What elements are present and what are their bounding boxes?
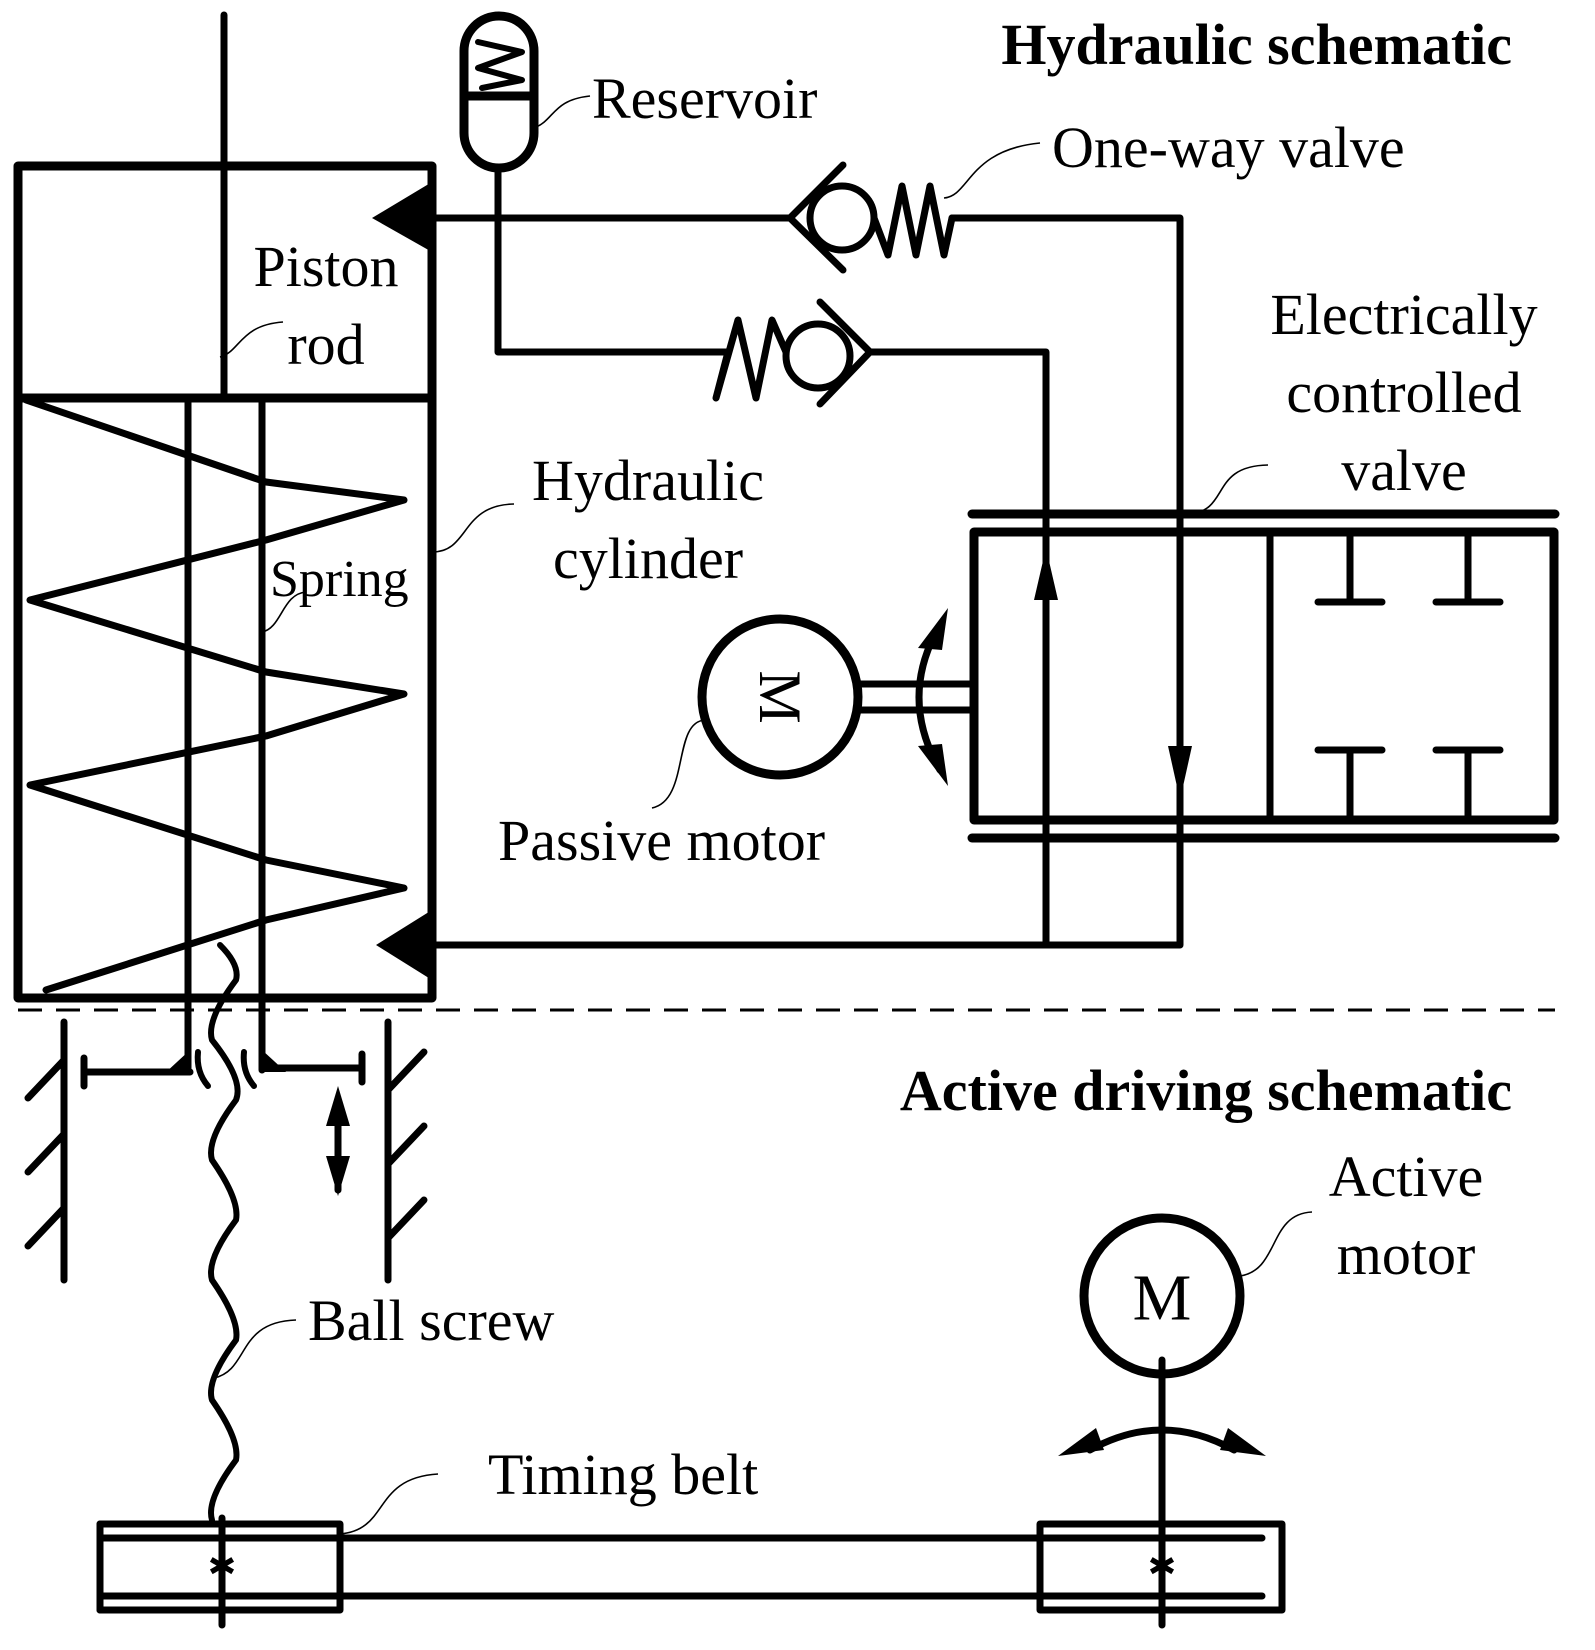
passive-motor: M <box>697 608 978 786</box>
leader-passive-motor <box>651 719 706 809</box>
right-pulley-mark-icon: ✱ <box>1148 1549 1177 1586</box>
label-timing-belt: Timing belt <box>488 1442 758 1507</box>
timing-belt: ✱ ✱ <box>96 1356 1286 1629</box>
label-rod: rod <box>287 312 364 377</box>
ball-screw-nut <box>80 1049 366 1090</box>
active-motor-icon <box>1079 1213 1245 1379</box>
active-rotation-arc-icon <box>1086 1426 1238 1454</box>
blocked-port-icons <box>1314 528 1504 824</box>
left-pulley-mark-icon: ✱ <box>208 1549 237 1586</box>
leader-one-way-valve <box>943 142 1041 199</box>
reservoir-icon <box>459 11 539 224</box>
label-passive-motor: Passive motor <box>498 808 825 873</box>
label-active: Active <box>1329 1144 1484 1209</box>
cylinder-lower-chamber <box>13 393 437 1003</box>
linear-motion-arrow-icon <box>326 1086 350 1196</box>
pipe-middle-right <box>866 348 1050 949</box>
active-motor: M <box>1058 1213 1266 1456</box>
pipe-upper-right <box>428 214 1184 949</box>
check-valve-lower-icon <box>712 298 874 408</box>
label-one-way-valve: One-way valve <box>1052 115 1405 180</box>
flow-arrow-down-icon <box>1168 746 1192 800</box>
hydraulic-schematic-title: Hydraulic schematic <box>1001 12 1512 77</box>
label-electrically: Electrically <box>1270 282 1537 347</box>
ball-screw-icon <box>208 942 241 1523</box>
active-driving-section: ✱ ✱ M Active driving schematic Active mo… <box>24 942 1512 1629</box>
one-way-valve-icon <box>786 161 956 274</box>
leader-spring <box>261 591 307 633</box>
active-motor-glyph: M <box>1133 1262 1192 1335</box>
label-spring: Spring <box>270 551 409 608</box>
leader-active-motor <box>1239 1211 1313 1277</box>
leader-timing-belt <box>339 1473 439 1535</box>
leader-electric-valve <box>1189 464 1269 515</box>
left-guide-wall-icon <box>24 1018 68 1284</box>
label-motor: motor <box>1337 1222 1476 1287</box>
label-piston: Piston <box>253 234 398 299</box>
cylinder-port-top-icon <box>372 182 432 252</box>
pipe-reservoir-branch <box>494 214 732 356</box>
label-cylinder: cylinder <box>553 526 743 591</box>
leader-hydraulic-cylinder <box>431 503 515 553</box>
label-hydraulic: Hydraulic <box>532 448 764 513</box>
passive-motor-glyph: M <box>747 670 813 723</box>
leader-ball-screw <box>213 1319 297 1379</box>
leader-reservoir <box>533 95 591 129</box>
passive-motor-icon <box>697 614 863 780</box>
electrically-controlled-valve <box>967 509 1560 843</box>
label-ball-screw: Ball screw <box>308 1288 555 1353</box>
flow-arrow-up-icon <box>1034 548 1058 600</box>
cylinder-port-bottom-icon <box>376 910 432 980</box>
active-driving-schematic-title: Active driving schematic <box>900 1058 1512 1123</box>
label-reservoir: Reservoir <box>592 66 818 131</box>
label-valve: valve <box>1341 438 1467 503</box>
hydraulic-section: M Hydraulic schematic Reservoir One-way … <box>13 11 1560 1074</box>
leader-piston-rod <box>219 321 284 358</box>
right-guide-wall-icon <box>384 1018 428 1284</box>
label-controlled: controlled <box>1286 360 1521 425</box>
spring-icon <box>22 396 408 994</box>
